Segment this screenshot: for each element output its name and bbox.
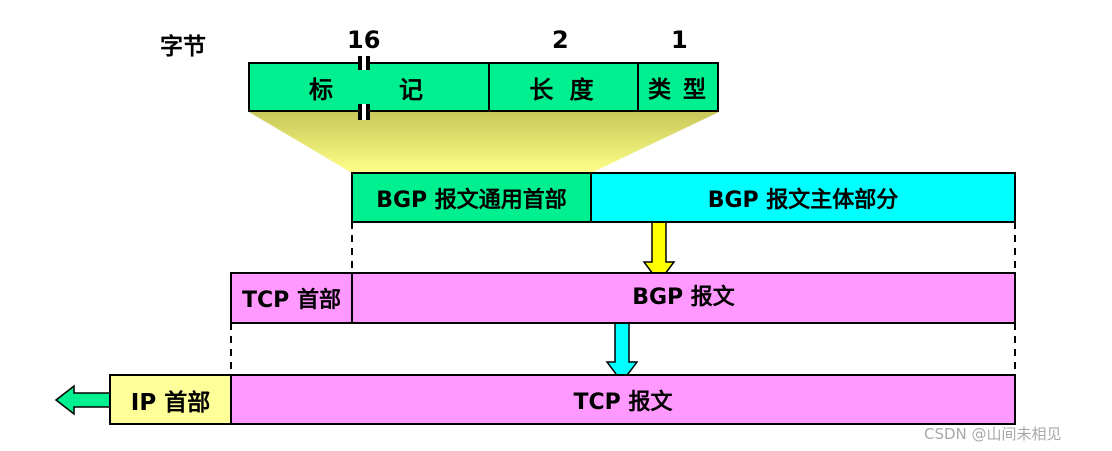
length-size-label: 2: [552, 26, 569, 54]
type-field-label: 类 型: [647, 77, 708, 103]
tcp-header: TCP 首部: [230, 272, 353, 324]
bgp-message-payload-label: BGP 报文: [632, 285, 735, 310]
break-mark-bottom: [358, 104, 370, 120]
type-size-label: 1: [671, 26, 688, 54]
ip-header-label: IP 首部: [130, 389, 211, 416]
green-left-arrow: [54, 384, 111, 416]
marker-size-label: 16: [347, 26, 381, 54]
length-field: 长 度: [488, 62, 639, 112]
bgp-message-body-label: BGP 报文主体部分: [707, 187, 899, 213]
bgp-common-header-label: BGP 报文通用首部: [376, 187, 567, 213]
bgp-message-body: BGP 报文主体部分: [590, 172, 1016, 223]
watermark: CSDN @山间未相见: [924, 425, 1062, 443]
expansion-funnel: [249, 112, 719, 173]
type-field: 类 型: [637, 62, 719, 112]
marker-field-label: 标 记: [309, 75, 429, 104]
tcp-segment-payload: TCP 报文: [230, 374, 1016, 425]
bgp-common-header: BGP 报文通用首部: [351, 172, 592, 223]
length-field-label: 长 度: [529, 75, 598, 104]
ip-header: IP 首部: [109, 374, 232, 425]
tcp-segment-payload-label: TCP 报文: [573, 389, 673, 415]
bytes-label: 字节: [160, 34, 206, 60]
tcp-header-label: TCP 首部: [242, 288, 341, 313]
break-mark-top: [358, 56, 370, 70]
bgp-message-payload: BGP 报文: [351, 272, 1016, 324]
